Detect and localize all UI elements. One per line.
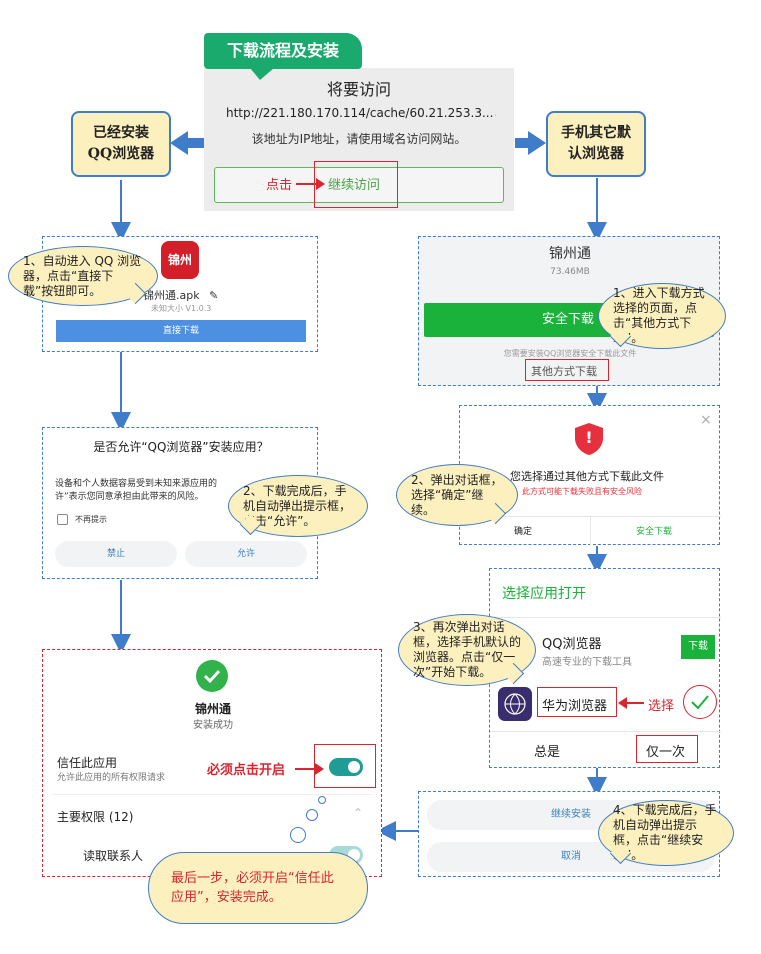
click-hint: 点击: [266, 178, 293, 193]
choose-app-title: 选择应用打开: [502, 586, 586, 602]
chevron-up-icon[interactable]: ⌃: [353, 806, 364, 820]
qq-install-hint: 您需要安装QQ浏览器安全下载此文件: [503, 349, 637, 358]
install-status: 安装成功: [193, 720, 233, 731]
red-arrow-line-3: [626, 702, 644, 704]
final-step-bubble: 最后一步，必须开启“信任此应用”，安装完成。: [148, 852, 368, 924]
continue-visit-button[interactable]: [214, 167, 504, 203]
app-icon-text: 锦州: [167, 253, 192, 267]
arrow-head-right: [528, 131, 546, 155]
close-icon[interactable]: ×: [700, 412, 712, 428]
qq-download-button[interactable]: 下载: [681, 635, 715, 659]
other-way-message: 您选择通过其他方式下载此文件: [510, 470, 664, 483]
huawei-frame: [537, 687, 617, 717]
other-download-link[interactable]: 其他方式下载: [531, 365, 597, 378]
right-branch-label: 手机其它默认浏览器: [546, 111, 646, 177]
choose-divider: [490, 617, 721, 618]
apk-filename-text: 锦州通.apk: [143, 289, 200, 302]
header-badge: 下载流程及安装: [204, 33, 362, 69]
continue-install-label: 继续安装: [551, 809, 591, 820]
toggle-frame: [314, 744, 376, 788]
install-permission-title: 是否允许“QQ浏览器”安装应用？: [93, 440, 269, 454]
thought-dot-2: [306, 809, 318, 821]
right-app-size: 73.46MB: [550, 267, 590, 277]
deny-label: 禁止: [106, 549, 125, 559]
divider: [53, 794, 373, 795]
risk-warning: 此方式可能下载失败且有安全风险: [522, 487, 642, 496]
trust-app-title: 信任此应用: [57, 756, 118, 770]
once-frame: [636, 735, 698, 763]
always-button[interactable]: 总是: [534, 745, 561, 760]
other-download-frame: [525, 359, 609, 381]
main-permissions: 主要权限 (12): [57, 810, 134, 824]
confirm-button[interactable]: 确定: [514, 527, 533, 537]
red-arrow-line-2: [295, 768, 317, 770]
no-remind-label: 不再提示: [75, 515, 107, 524]
direct-download-button[interactable]: 直接下载: [56, 320, 306, 342]
success-check-icon: [196, 660, 228, 692]
qq-browser-name: QQ浏览器: [542, 637, 602, 652]
huawei-browser-name[interactable]: 华为浏览器: [542, 699, 608, 714]
deny-button[interactable]: 禁止: [55, 541, 177, 567]
safe-download-label: 安全下载: [542, 312, 595, 327]
visit-dialog-url[interactable]: http://221.180.170.114/cache/60.21.253.3…: [226, 106, 496, 120]
right-branch-text: 手机其它默认浏览器: [561, 125, 631, 162]
visit-url-text: http://221.180.170.114/cache/60.21.253.3…: [226, 106, 494, 120]
huawei-browser-icon: [498, 687, 532, 721]
red-arrow-head-2-icon: [315, 763, 324, 775]
left-step2-bubble: 2、下载完成后，手机自动弹出提示框，点击“允许”。: [228, 475, 368, 537]
dialog-divider-vert: [590, 516, 591, 546]
select-hint: 选择: [648, 699, 675, 714]
right-app-name: 锦州通: [549, 246, 591, 262]
apk-meta: 未知大小 V1.0.3: [151, 304, 212, 313]
header-badge-text: 下载流程及安装: [226, 41, 339, 60]
no-remind-checkbox[interactable]: [57, 514, 68, 525]
selected-check-icon[interactable]: [683, 685, 717, 719]
allow-button[interactable]: 允许: [185, 541, 307, 567]
allow-label: 允许: [236, 549, 255, 559]
warning-mark: !: [585, 428, 593, 447]
left-step2-panel: 是否允许“QQ浏览器”安装应用？ 设备和个人数据容易受到未知来源应用的 许”表示…: [42, 427, 318, 579]
cancel-label: 取消: [561, 851, 581, 862]
install-permission-body-1: 设备和个人数据容易受到未知来源应用的: [55, 479, 218, 489]
read-contacts-label: 读取联系人: [83, 849, 144, 863]
red-arrow-head-3-icon: [618, 697, 627, 709]
left-branch-text: 已经安装QQ浏览器: [87, 125, 155, 162]
app-icon: 锦州: [161, 241, 199, 279]
installed-app-name: 锦州通: [194, 702, 231, 716]
direct-download-label: 直接下载: [162, 326, 199, 336]
continue-frame: [314, 161, 398, 208]
qq-browser-desc: 高速专业的下载工具: [542, 657, 632, 668]
right-step2-bubble: 2、弹出对话框，选择“确定”继续。: [396, 464, 518, 526]
arrow-head-left: [170, 131, 188, 155]
once-button[interactable]: 仅一次: [646, 745, 686, 760]
chevron-down-icon[interactable]: ⌄: [493, 109, 496, 120]
trust-app-desc: 允许此应用的所有权限请求: [57, 773, 166, 783]
must-enable-hint: 必须点击开启: [207, 763, 286, 778]
visit-dialog-note: 该地址为IP地址，请使用域名访问网站。: [251, 132, 467, 146]
red-arrow-head-icon: [316, 178, 325, 190]
left-branch-label: 已经安装QQ浏览器: [71, 111, 171, 177]
red-arrow-icon: [296, 183, 318, 185]
install-permission-body-2: 许”表示您同意承担由此带来的风险。: [55, 492, 204, 502]
right-step3-bubble: 3、再次弹出对话框，选择手机默认的浏览器。点击“仅一次”开始下载。: [398, 614, 536, 686]
safe-download-alt-button[interactable]: 安全下载: [636, 527, 673, 537]
header-badge-tail: [250, 68, 274, 80]
edit-icon[interactable]: ✎: [209, 289, 219, 302]
apk-filename: 锦州通.apk ✎: [143, 287, 218, 303]
left-step3-panel: 锦州通 安装成功 信任此应用 允许此应用的所有权限请求 必须点击开启 主要权限 …: [42, 649, 382, 877]
trust-app-toggle[interactable]: [329, 758, 363, 776]
continue-visit-label[interactable]: 继续访问: [328, 178, 381, 193]
choose-divider-2: [490, 731, 721, 732]
right-step4-bubble: 4、下载完成后，手机自动弹出提示框，点击“继续安装”。: [598, 800, 734, 866]
warning-shield-icon: !: [573, 422, 605, 456]
thought-dot-3: [290, 827, 306, 843]
visit-dialog-title: 将要访问: [326, 80, 391, 99]
left-step1-bubble: 1、自动进入 QQ 浏览器，点击“直接下载”按钮即可。: [8, 246, 158, 306]
visit-dialog: 将要访问 http://221.180.170.114/cache/60.21.…: [204, 68, 514, 211]
right-step1-bubble: 1、进入下载方式选择的页面，点击“其他方式下载”。: [598, 283, 726, 349]
thought-dot-1: [318, 796, 326, 804]
